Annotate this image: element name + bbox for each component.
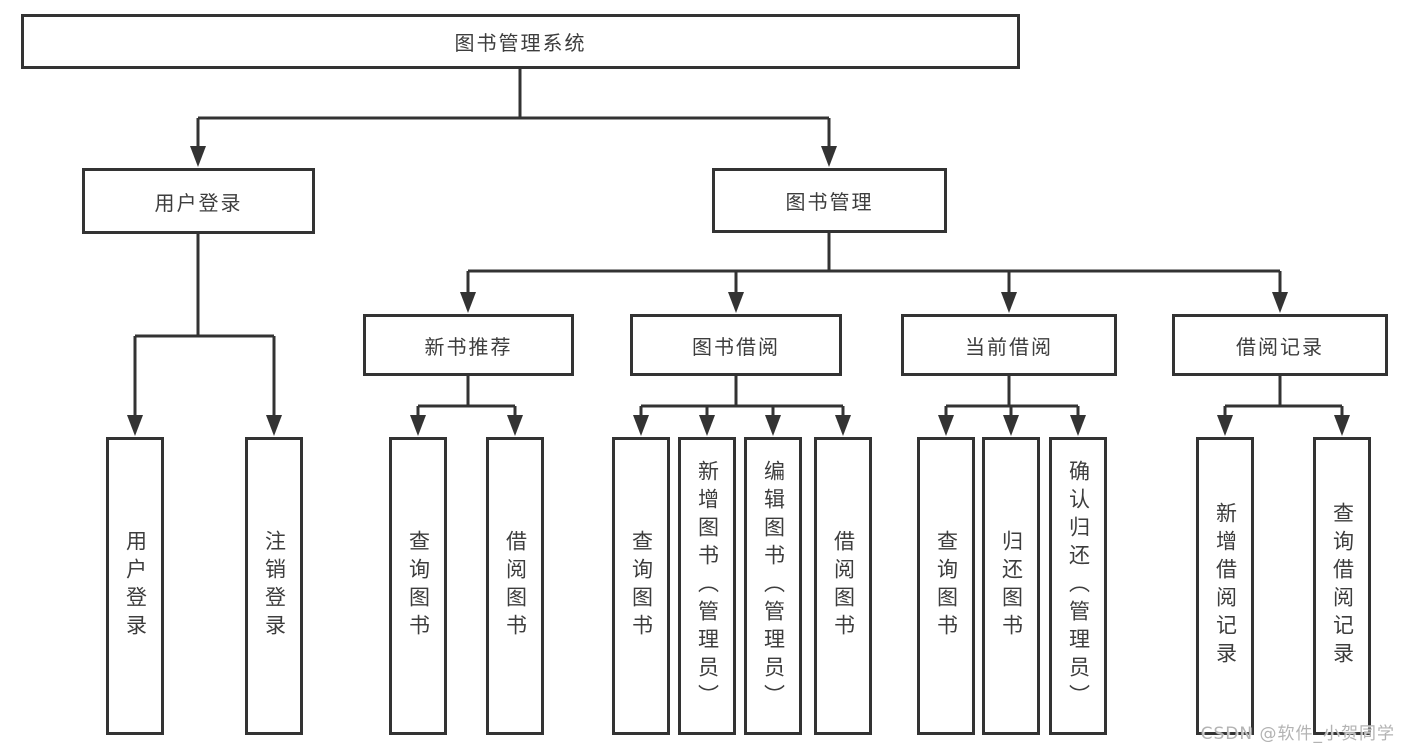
- leaf-label: 用户登录: [123, 530, 148, 642]
- arrow-down-icon: [266, 415, 282, 436]
- node-new-book-recommend-label: 新书推荐: [424, 334, 513, 359]
- leaf-label: 查询图书: [406, 530, 431, 642]
- connector-path: [133, 69, 1344, 419]
- leaf-label: 编辑图书（管理员）: [761, 460, 786, 712]
- arrowheads: [127, 146, 1350, 436]
- leaf-query-book-current: 查询图书: [917, 437, 975, 735]
- leaf-confirm-return-admin: 确认归还（管理员）: [1049, 437, 1107, 735]
- arrow-down-icon: [1001, 292, 1017, 313]
- node-book-borrow: 图书借阅: [630, 314, 842, 376]
- leaf-query-borrow-record: 查询借阅记录: [1313, 437, 1371, 735]
- leaf-label: 查询借阅记录: [1330, 502, 1355, 670]
- leaf-query-book-recommend: 查询图书: [389, 437, 447, 735]
- arrow-down-icon: [190, 146, 206, 167]
- arrow-down-icon: [728, 292, 744, 313]
- arrow-down-icon: [410, 415, 426, 436]
- leaf-label: 新增借阅记录: [1213, 502, 1238, 670]
- leaf-edit-book-admin: 编辑图书（管理员）: [744, 437, 802, 735]
- node-borrow-records-label: 借阅记录: [1236, 334, 1324, 359]
- leaf-query-book-borrow: 查询图书: [612, 437, 670, 735]
- node-current-borrow: 当前借阅: [901, 314, 1117, 376]
- arrow-down-icon: [821, 146, 837, 167]
- leaf-logout-login: 注销登录: [245, 437, 303, 735]
- node-root-label: 图书管理系统: [454, 31, 587, 55]
- node-borrow-records: 借阅记录: [1172, 314, 1388, 376]
- leaf-label: 注销登录: [262, 530, 287, 642]
- leaf-add-borrow-record: 新增借阅记录: [1196, 437, 1254, 735]
- leaf-label: 新增图书（管理员）: [695, 460, 720, 712]
- node-book-management: 图书管理: [712, 168, 947, 233]
- leaf-label: 查询图书: [629, 530, 654, 642]
- node-root: 图书管理系统: [21, 14, 1020, 69]
- arrow-down-icon: [699, 415, 715, 436]
- arrow-down-icon: [460, 292, 476, 313]
- arrow-down-icon: [1334, 415, 1350, 436]
- node-current-borrow-label: 当前借阅: [965, 334, 1053, 359]
- arrow-down-icon: [1217, 415, 1233, 436]
- arrow-down-icon: [1272, 292, 1288, 313]
- leaf-add-book-admin: 新增图书（管理员）: [678, 437, 736, 735]
- arrow-down-icon: [1003, 415, 1019, 436]
- leaf-label: 确认归还（管理员）: [1066, 460, 1091, 712]
- leaf-user-login: 用户登录: [106, 437, 164, 735]
- leaf-label: 借阅图书: [831, 530, 856, 642]
- leaf-label: 归还图书: [999, 530, 1024, 642]
- node-book-management-label: 图书管理: [785, 190, 874, 214]
- arrow-down-icon: [127, 415, 143, 436]
- arrow-down-icon: [507, 415, 523, 436]
- leaf-return-book: 归还图书: [982, 437, 1040, 735]
- node-book-borrow-label: 图书借阅: [692, 334, 780, 359]
- leaf-borrow-book: 借阅图书: [814, 437, 872, 735]
- leaf-borrow-book-recommend: 借阅图书: [486, 437, 544, 735]
- arrow-down-icon: [938, 415, 954, 436]
- node-user-login: 用户登录: [82, 168, 315, 234]
- leaf-label: 查询图书: [934, 530, 959, 642]
- node-user-login-label: 用户登录: [154, 190, 243, 215]
- arrow-down-icon: [835, 415, 851, 436]
- leaf-label: 借阅图书: [503, 530, 528, 642]
- arrow-down-icon: [765, 415, 781, 436]
- arrow-down-icon: [633, 415, 649, 436]
- csdn-watermark: CSDN @软件_小贺同学: [1200, 724, 1395, 744]
- arrow-down-icon: [1070, 415, 1086, 436]
- node-new-book-recommend: 新书推荐: [363, 314, 574, 376]
